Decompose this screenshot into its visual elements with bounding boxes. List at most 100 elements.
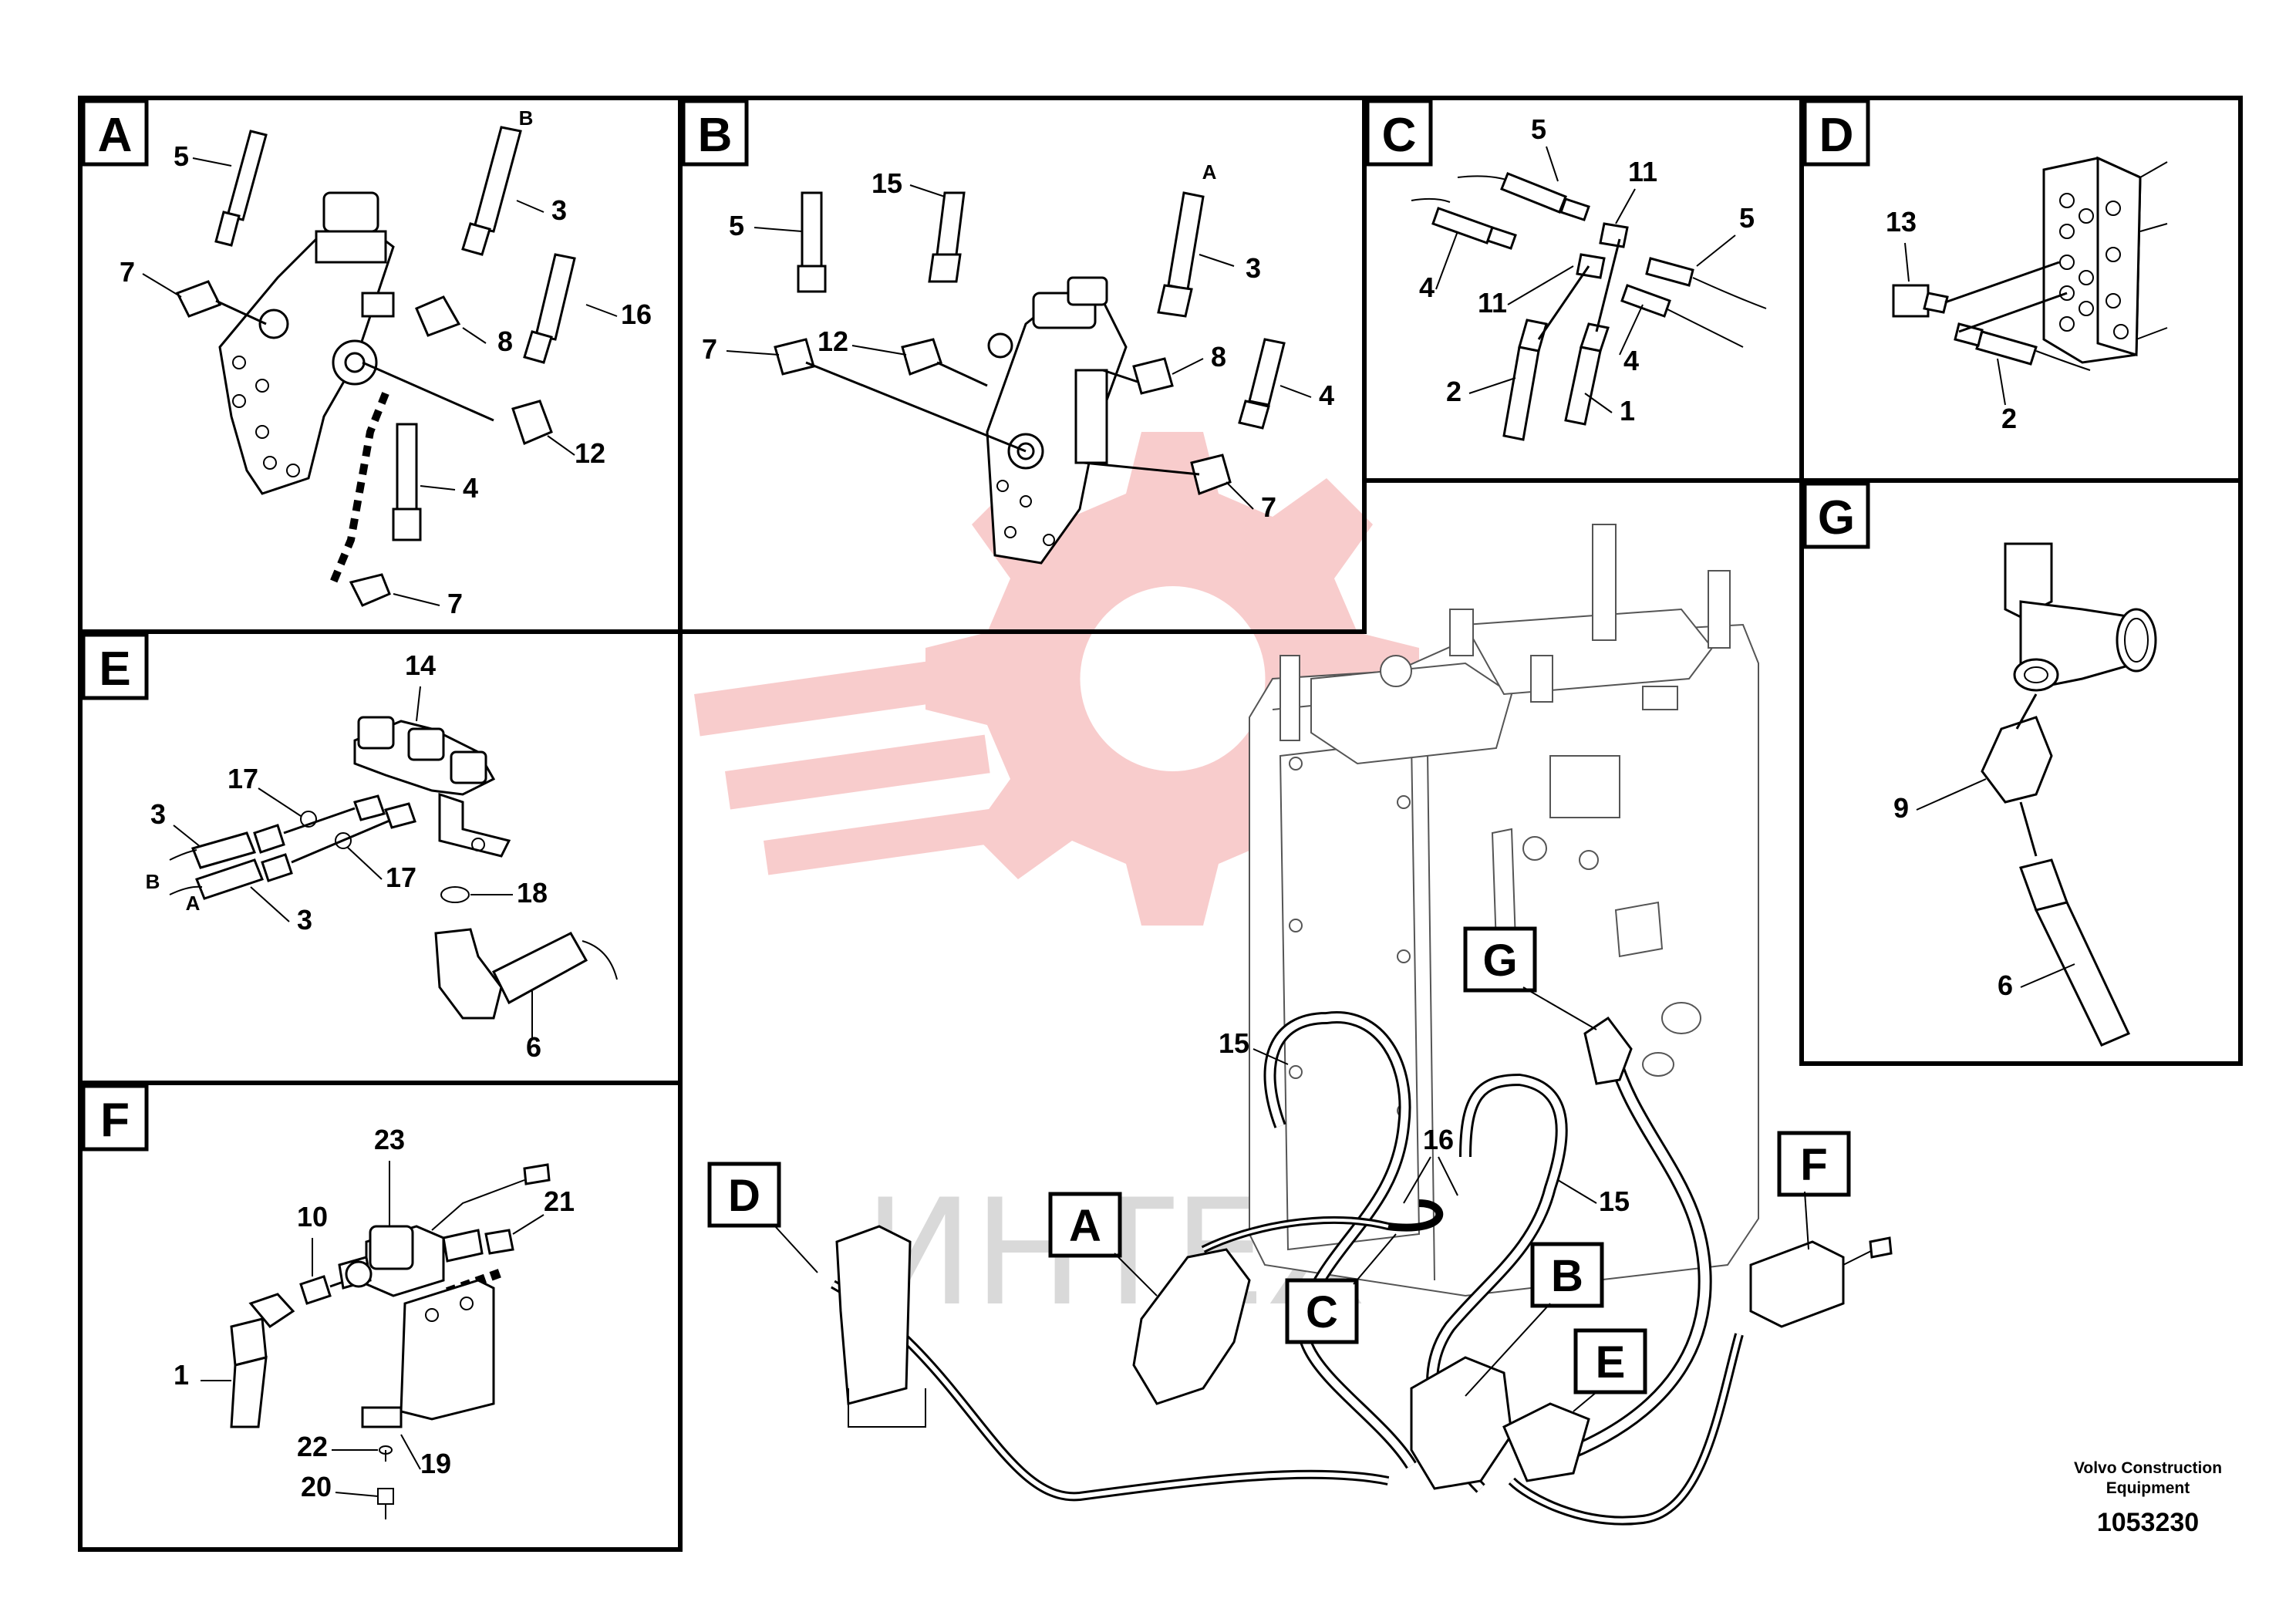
dashed-connection: [445, 1268, 504, 1297]
callout: 8: [1211, 341, 1226, 373]
detail-label-f-box: [1777, 1131, 1851, 1197]
panel-d: D 13 2: [1802, 99, 2168, 434]
hose-assembly: [831, 1011, 1744, 1526]
sensor-f: [1749, 1240, 1845, 1328]
callout: 11: [1628, 156, 1657, 187]
callout: 6: [1998, 969, 2013, 1001]
elbow-fitting: [248, 1293, 295, 1328]
leader-lines: [173, 686, 533, 1037]
callout: 20: [301, 1471, 332, 1502]
panel-e: E B A 14 17 3 17 18 3 6: [81, 632, 618, 1063]
document-number: 1053230: [2097, 1508, 2199, 1537]
panel-a-frame: [78, 96, 683, 634]
callout: 14: [405, 649, 436, 681]
callout: 18: [517, 877, 548, 909]
callout: 17: [228, 763, 258, 794]
callout: 16: [621, 298, 652, 330]
panel-frames: [78, 96, 2243, 1552]
detail-label-a-box: [1048, 1192, 1122, 1258]
panel-a: A: [81, 99, 652, 619]
callout: 12: [575, 437, 605, 469]
detail-label-e: E: [1596, 1337, 1626, 1388]
callout: 7: [1261, 491, 1276, 523]
callout: 15: [1599, 1185, 1630, 1217]
leader-lines: [201, 1161, 544, 1497]
mounting-bracket: [400, 1279, 495, 1421]
main-assembly: D A C B E F G 15 16 15: [707, 524, 1893, 1526]
callout: 3: [1246, 252, 1261, 284]
detail-label-e-box: [1573, 1328, 1647, 1394]
hose-tag-a: A: [1202, 160, 1217, 184]
callout: 23: [374, 1124, 405, 1155]
callout: 12: [818, 325, 848, 357]
panel-f-label: F: [100, 1094, 130, 1147]
detail-label-d: D: [728, 1171, 760, 1221]
leader-lines: [726, 184, 1312, 510]
hose-tag-b: B: [146, 870, 160, 893]
detail-label-b-box: [1530, 1242, 1604, 1308]
panel-f-label-box: [81, 1084, 149, 1152]
callout: 15: [1219, 1027, 1249, 1059]
panel-g-frame: [1799, 478, 2243, 1066]
detail-label-c-box: [1285, 1278, 1359, 1344]
pressure-sensor: [338, 1163, 551, 1297]
callout: 3: [150, 798, 166, 830]
callout: 4: [463, 472, 478, 504]
callout: 21: [544, 1185, 575, 1217]
panel-g-label: G: [1818, 491, 1855, 545]
panel-f-frame: [78, 1081, 683, 1552]
panel-d-label: D: [1819, 109, 1854, 162]
detail-label-f: F: [1800, 1140, 1827, 1190]
callout: 5: [174, 140, 189, 172]
screw-21: [484, 1229, 514, 1255]
callout: 22: [297, 1431, 328, 1462]
detail-label-g: G: [1482, 936, 1517, 986]
callout: 2: [1446, 376, 1462, 407]
callout: 3: [297, 904, 312, 936]
callout: 4: [1419, 271, 1435, 303]
callout: 13: [1886, 206, 1917, 238]
detail-label-a: A: [1069, 1201, 1101, 1251]
adapter-10: [299, 1275, 332, 1305]
panel-e-label: E: [99, 642, 130, 696]
bracket-e: [1502, 1402, 1590, 1482]
panel-f: F 23 10 21 1 22 19 20: [81, 1084, 575, 1519]
valve-block: [218, 191, 395, 495]
leader-lines: [1435, 146, 1736, 413]
detail-label-g-box: [1463, 926, 1537, 993]
leader-lines: [1904, 242, 2006, 406]
callout: 11: [1478, 287, 1507, 319]
valve-a: [1132, 1248, 1251, 1405]
callout: 2: [2001, 403, 2017, 434]
valve-b: [1410, 1356, 1513, 1490]
panel-a-label: A: [98, 109, 133, 162]
block-d: [835, 1225, 912, 1405]
callout: 5: [729, 210, 744, 241]
panel-b-label: B: [698, 109, 733, 162]
panel-b: B A 15 5: [681, 99, 1334, 565]
callout: 7: [447, 588, 463, 619]
hose-tag-a: A: [186, 892, 201, 915]
callout: 10: [297, 1201, 328, 1233]
panel-g-label-box: [1802, 481, 1870, 549]
credit-line-2: Equipment: [2106, 1479, 2190, 1497]
panel-c-label: C: [1382, 109, 1417, 162]
panel-g: G 9 6: [1802, 481, 2157, 1047]
callout: 5: [1739, 202, 1755, 234]
hoses: [175, 126, 576, 541]
callout: 1: [1620, 395, 1635, 427]
dashed-connection: [328, 392, 389, 588]
leader-lines: [1253, 1048, 1597, 1204]
callout: 4: [1319, 379, 1334, 411]
elbow-fitting: [1981, 716, 2053, 804]
hoses: [1411, 172, 1767, 441]
elbow-fitting: [434, 928, 503, 1020]
callout: 5: [1531, 113, 1546, 145]
hoses: [774, 191, 1286, 495]
callout: 1: [174, 1359, 189, 1391]
footer: Volvo Construction Equipment 1053230: [2074, 1459, 2222, 1537]
leader-lines: [1916, 778, 2075, 988]
panel-e-label-box: [81, 632, 149, 700]
callout: 17: [386, 862, 416, 893]
